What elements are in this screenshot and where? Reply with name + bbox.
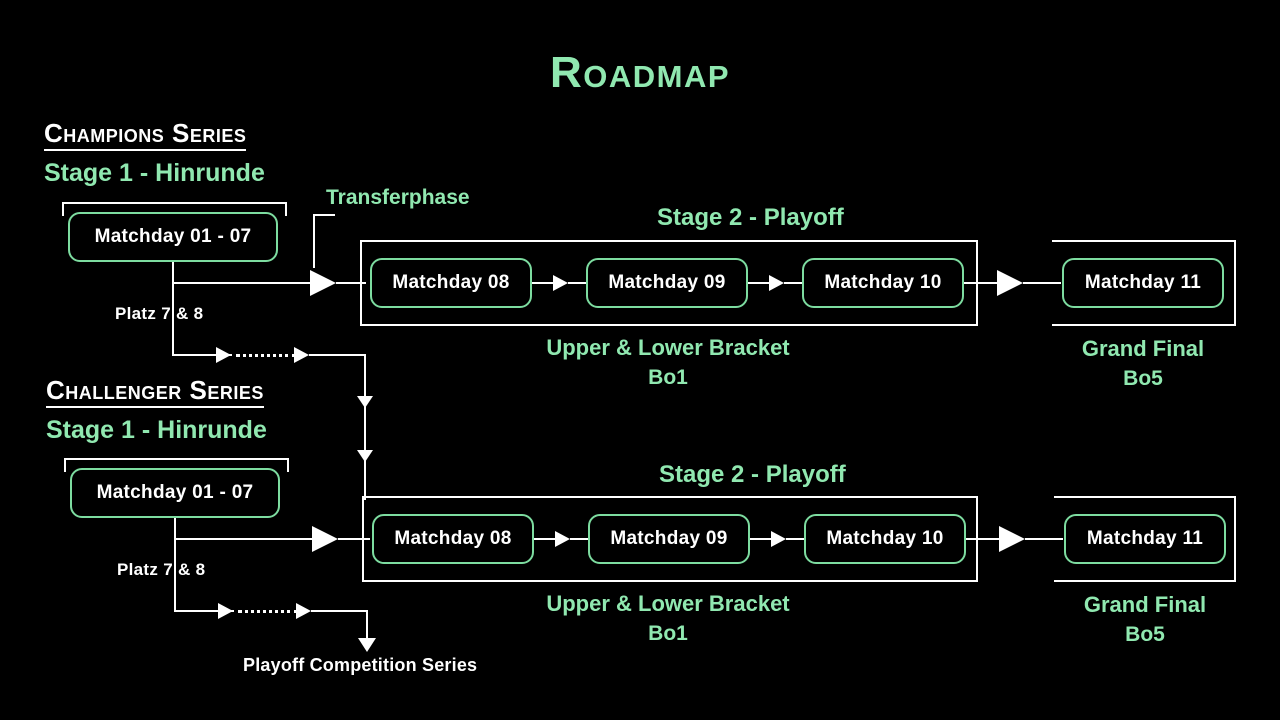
challenger-playoff-bracket-bottom [362, 580, 978, 582]
champions-drop-line [364, 354, 366, 500]
challenger-to-playoff-line [174, 538, 314, 540]
challenger-relegation-arrow-2 [296, 603, 311, 619]
challenger-playoff-box-4[interactable]: Matchday 11 [1064, 514, 1226, 564]
champions-playoff-link-1 [532, 282, 554, 284]
champions-series-heading: Champions Series [44, 118, 247, 151]
champions-playoff-box-2[interactable]: Matchday 09 [586, 258, 748, 308]
challenger-playoff-arrow-2 [771, 531, 786, 547]
champions-playoff-arrow-1 [553, 275, 568, 291]
playoff-competition-drop-arrow [358, 638, 376, 652]
challenger-final-link [966, 538, 1000, 540]
challenger-final-link-2 [1025, 538, 1063, 540]
champions-playoff-box-3[interactable]: Matchday 10 [802, 258, 964, 308]
challenger-playoff-link-2b [786, 538, 804, 540]
playoff-competition-series-label: Playoff Competition Series [243, 655, 478, 675]
challenger-stage1-label: Stage 1 - Hinrunde [46, 416, 267, 444]
champions-final-link-2 [1023, 282, 1061, 284]
challenger-to-playoff-arrow [312, 526, 338, 552]
playoff-competition-drop-line [366, 610, 368, 644]
challenger-playoff-bracket-top [362, 496, 978, 498]
champions-drop-arrow-2 [357, 450, 373, 462]
champions-drop-arrow-1 [357, 396, 373, 408]
challenger-playoff-box-1[interactable]: Matchday 08 [372, 514, 534, 564]
champions-playoff-bracket-top [360, 240, 978, 242]
champions-playoff-link-2b [784, 282, 802, 284]
challenger-playoff-box-2[interactable]: Matchday 09 [588, 514, 750, 564]
challenger-stage1-stem [174, 518, 176, 612]
champions-playoff-box-4[interactable]: Matchday 11 [1062, 258, 1224, 308]
champions-relegation-dotted [236, 354, 296, 357]
champions-bracket-format: Bo1 [648, 366, 688, 389]
champions-grandfinal-bracket [1052, 240, 1236, 326]
challenger-final-format: Bo5 [1125, 623, 1165, 646]
champions-final-format: Bo5 [1123, 367, 1163, 390]
challenger-playoff-box-3[interactable]: Matchday 10 [804, 514, 966, 564]
challenger-stage1-bracket [64, 458, 289, 472]
challenger-relegation-line [174, 610, 234, 612]
challenger-relegation-arrow-1 [218, 603, 233, 619]
page-title: Roadmap [549, 48, 731, 97]
champions-to-playoff-arrow [310, 270, 336, 296]
challenger-final-caption: Grand Final [1083, 592, 1207, 617]
champions-playoff-link-2 [748, 282, 770, 284]
challenger-playoff-arrow-1 [555, 531, 570, 547]
challenger-relegation-line-2 [311, 610, 368, 612]
champions-playoff-bracket-bottom [360, 324, 978, 326]
challenger-series-heading: Challenger Series [46, 375, 264, 408]
challenger-grandfinal-bracket [1054, 496, 1236, 582]
champions-relegation-arrow-1 [216, 347, 231, 363]
challenger-relegation-dotted [238, 610, 298, 613]
champions-relegation-arrow-2 [294, 347, 309, 363]
challenger-final-arrow [999, 526, 1025, 552]
challenger-bracket-format: Bo1 [648, 622, 688, 645]
champions-relegation-line-2 [309, 354, 366, 356]
champions-playoff-arrow-2 [769, 275, 784, 291]
champions-relegation-line [172, 354, 232, 356]
champions-platz-label: Platz 7 & 8 [115, 304, 204, 323]
champions-stage1-bracket [62, 202, 287, 216]
champions-final-caption: Grand Final [1081, 336, 1205, 361]
champions-stage1-box[interactable]: Matchday 01 - 07 [68, 212, 278, 262]
transferphase-bracket [313, 214, 335, 268]
champions-final-arrow [997, 270, 1023, 296]
challenger-playoff-link-1b [570, 538, 588, 540]
challenger-platz-label: Platz 7 & 8 [117, 560, 206, 579]
champions-to-playoff-line-2 [336, 282, 366, 284]
challenger-stage1-box[interactable]: Matchday 01 - 07 [70, 468, 280, 518]
challenger-bracket-caption: Upper & Lower Bracket [546, 591, 790, 616]
champions-playoff-link-1b [568, 282, 586, 284]
challenger-to-playoff-line-2 [338, 538, 370, 540]
challenger-playoff-link-2 [750, 538, 772, 540]
champions-stage2-label: Stage 2 - Playoff [657, 204, 844, 231]
champions-stage1-label: Stage 1 - Hinrunde [44, 159, 265, 187]
challenger-stage2-label: Stage 2 - Playoff [659, 461, 846, 488]
champions-stage1-stem [172, 262, 174, 356]
champions-playoff-box-1[interactable]: Matchday 08 [370, 258, 532, 308]
challenger-playoff-link-1 [534, 538, 556, 540]
challenger-series-title: Challenger Series [46, 375, 264, 408]
champions-series-title: Champions Series [44, 118, 247, 151]
champions-final-link [964, 282, 1000, 284]
transferphase-label: Transferphase [326, 186, 470, 209]
champions-bracket-caption: Upper & Lower Bracket [546, 335, 790, 360]
champions-to-playoff-line [172, 282, 312, 284]
